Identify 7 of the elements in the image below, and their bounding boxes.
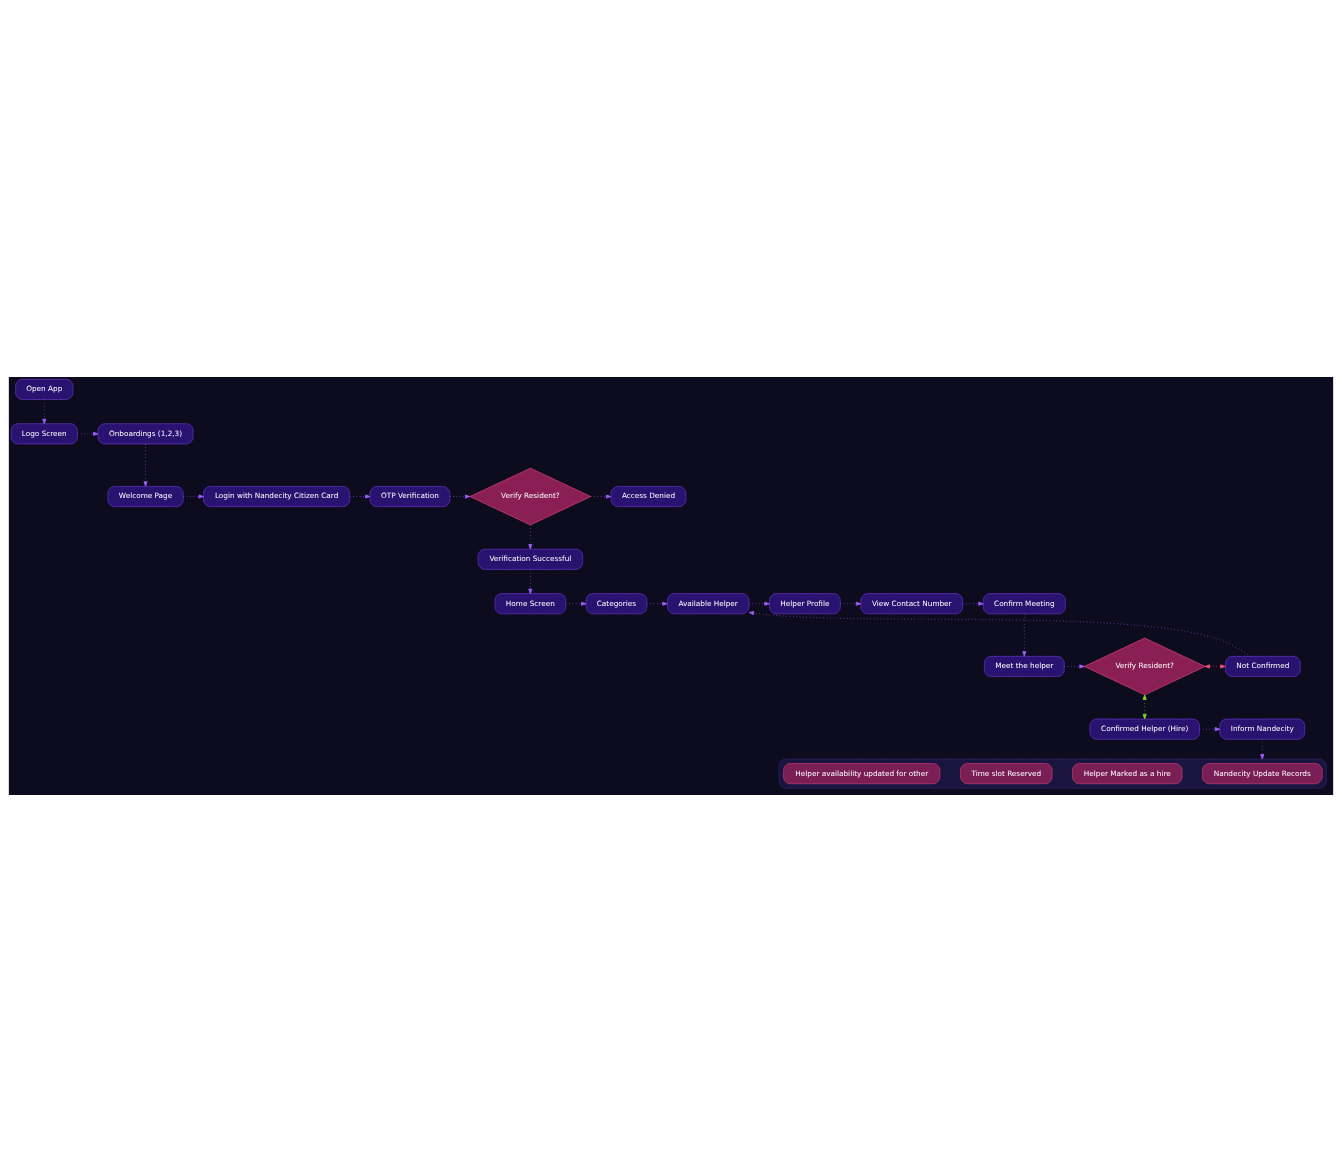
cluster [778,758,1327,789]
arrow [143,443,148,487]
arrow [748,611,1251,657]
arrow [1022,613,1027,657]
arrow [1260,738,1265,760]
arrow [528,524,533,550]
arrow [528,569,533,595]
